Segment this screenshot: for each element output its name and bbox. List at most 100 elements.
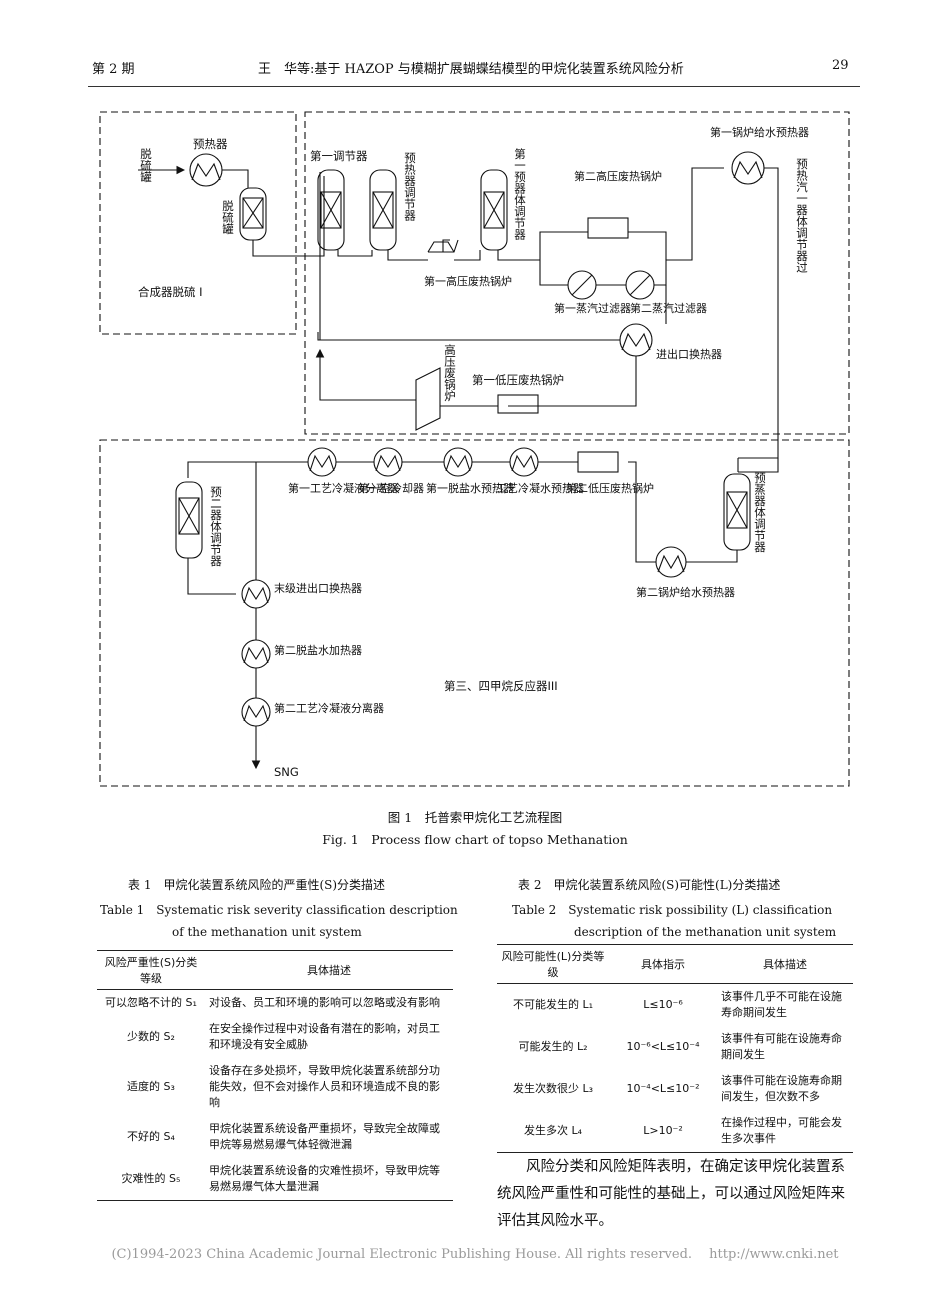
separator-2-symbol xyxy=(241,697,271,727)
figure-caption-en: Fig. 1 Process flow chart of topso Metha… xyxy=(322,832,628,847)
table2-caption-en-1: Table 2 Systematic risk possibility (L) … xyxy=(512,903,833,917)
possibility-row: 可能发生的 L₂ 10⁻⁶<L≤10⁻⁴ 该事件有可能在设施寿命期间发生 xyxy=(497,1026,853,1068)
table2-caption-en-2: description of the methanation unit syst… xyxy=(574,925,837,939)
label-reactor-pre2: 预二器体调节器 xyxy=(209,486,223,567)
possibility-indicator-cell: 10⁻⁶<L≤10⁻⁴ xyxy=(626,1040,700,1053)
possibility-header-desc: 具体描述 xyxy=(717,944,853,984)
demin-heater-2-symbol xyxy=(241,639,271,669)
label-air-cooler: 第一空冷却器 xyxy=(358,481,424,495)
severity-level-cell: 适度的 S₃ xyxy=(127,1080,175,1093)
possibility-level-cell: 发生次数很少 L₃ xyxy=(512,1082,594,1095)
label-regulator-1: 第一调节器 xyxy=(310,149,368,163)
reactor-pre2-symbol xyxy=(175,481,203,559)
possibility-table: 风险可能性(L)分类等级 具体指示 具体描述 不可能发生的 L₁ L≤10⁻⁶ 该事… xyxy=(497,944,853,1153)
air-cooler-symbol xyxy=(373,447,403,477)
hp-waste-boiler-symbol xyxy=(415,367,441,431)
label-bfw-preheater-2: 第二锅炉给水预热器 xyxy=(636,585,735,599)
severity-row: 可以忽略不计的 S₁ 对设备、员工和环境的影响可以忽略或没有影响 xyxy=(97,990,453,1017)
possibility-desc-cell: 在操作过程中，可能会发生多次事件 xyxy=(721,1116,842,1145)
label-regulator-3: 第一预器体调节器 xyxy=(513,147,527,241)
condensate-preheater-symbol xyxy=(509,447,539,477)
label-reactor-zone: 第三、四甲烷反应器III xyxy=(444,679,558,693)
severity-row: 少数的 S₂ 在安全操作过程中对设备有潜在的影响，对员工和环境没有安全威胁 xyxy=(97,1016,453,1058)
severity-desc-cell: 对设备、员工和环境的影响可以忽略或没有影响 xyxy=(209,996,440,1009)
reactor-1-symbol xyxy=(317,169,345,251)
body-paragraph: 风险分类和风险矩阵表明，在确定该甲烷化装置系统风险严重性和可能性的基础上，可以通… xyxy=(497,1159,845,1229)
possibility-row: 不可能发生的 L₁ L≤10⁻⁶ 该事件几乎不可能在设施寿命期间发生 xyxy=(497,984,853,1027)
zone-reaction-II-box xyxy=(304,111,850,435)
label-hp-boiler-1: 第一高压废热锅炉 xyxy=(424,274,512,288)
possibility-indicator-cell: L≤10⁻⁶ xyxy=(643,998,683,1011)
possibility-level-cell: 发生多次 L₄ xyxy=(523,1124,583,1137)
label-product: SNG xyxy=(274,765,299,779)
possibility-level-cell: 可能发生的 L₂ xyxy=(518,1040,588,1053)
zone-reaction-III-box xyxy=(99,439,850,787)
label-separator-2: 第二工艺冷凝液分离器 xyxy=(274,701,384,715)
label-condensate-preheater: 工艺冷凝水预热器 xyxy=(496,481,584,495)
label-hp-waste-boiler: 高压废锅炉 xyxy=(443,343,457,402)
hp-boiler-2-symbol xyxy=(587,217,629,239)
label-filter-2: 第二蒸汽过滤器 xyxy=(630,301,707,315)
label-preheater: 预热器 xyxy=(193,137,228,151)
table1-caption-en-2: of the methanation unit system xyxy=(172,925,362,939)
severity-level-cell: 不好的 S₄ xyxy=(127,1130,175,1143)
severity-desc-cell: 甲烷化装置系统设备的灾难性损坏，导致甲烷等易燃易爆气体大量泄漏 xyxy=(209,1164,440,1193)
severity-desc-cell: 设备存在多处损坏，导致甲烷化装置系统部分功能失效，但不会对操作人员和环境造成不良… xyxy=(209,1064,440,1109)
label-inout-exchanger: 进出口换热器 xyxy=(656,347,722,361)
severity-table: 风险严重性(S)分类等级 具体描述 可以忽略不计的 S₁ 对设备、员工和环境的影响… xyxy=(97,950,453,1201)
label-desulf-tank: 脱硫罐 xyxy=(221,199,235,235)
reactor-2-symbol xyxy=(369,169,397,251)
label-right-regulator: 预热汽一器体调节器过 xyxy=(795,158,809,273)
severity-level-cell: 少数的 S₂ xyxy=(127,1030,175,1043)
label-lp-boiler-1: 第一低压废热锅炉 xyxy=(472,373,564,387)
desulfurization-tank-symbol xyxy=(239,187,267,241)
table1-caption-cn: 表 1 甲烷化装置系统风险的严重性(S)分类描述 xyxy=(128,878,386,892)
page-number: 29 xyxy=(832,58,849,73)
final-exchanger-symbol xyxy=(241,579,271,609)
label-pre-reactor: 预蒸器体调节器 xyxy=(753,472,767,553)
process-flow-diagram: 脱硫罐 预热器 脱硫罐 合成器脱硫 I 第一调节器 预热器调节器 第一高压废热锅… xyxy=(99,111,850,787)
label-hp-boiler-2: 第二高压废热锅炉 xyxy=(574,169,662,183)
figure-caption-cn: 图 1 托普索甲烷化工艺流程图 xyxy=(387,810,563,825)
possibility-header-indicator: 具体指示 xyxy=(609,944,717,984)
possibility-level-cell: 不可能发生的 L₁ xyxy=(512,998,594,1011)
label-separator-1: 第一工艺冷凝液分离器 xyxy=(288,481,398,495)
table2-caption-cn: 表 2 甲烷化装置系统风险(S)可能性(L)分类描述 xyxy=(518,878,781,892)
header-rule xyxy=(88,86,860,87)
running-title: 王 华等:基于 HAZOP 与模糊扩展蝴蝶结模型的甲烷化装置系统风险分析 xyxy=(258,62,684,77)
label-final-exchanger: 末级进出口换热器 xyxy=(274,581,362,595)
label-bfw-preheater-1: 第一锅炉给水预热器 xyxy=(710,125,809,139)
label-demin-preheater-1: 第一脱盐水预热器 xyxy=(426,481,514,495)
possibility-desc-cell: 该事件有可能在设施寿命期间发生 xyxy=(721,1032,842,1061)
severity-level-cell: 灾难性的 S₅ xyxy=(121,1172,181,1185)
severity-row: 适度的 S₃ 设备存在多处损坏，导致甲烷化装置系统部分功能失效，但不会对操作人员和… xyxy=(97,1058,453,1116)
label-filter-1: 第一蒸汽过滤器 xyxy=(554,301,631,315)
copyright-footer: (C)1994-2023 China Academic Journal Elec… xyxy=(111,1247,839,1262)
severity-desc-cell: 在安全操作过程中对设备有潜在的影响，对员工和环境没有安全威胁 xyxy=(209,1022,440,1051)
possibility-indicator-cell: 10⁻⁴<L≤10⁻² xyxy=(626,1082,700,1095)
separator-1-symbol xyxy=(307,447,337,477)
label-lp-boiler-2: 第二低压废热锅炉 xyxy=(566,481,654,495)
possibility-desc-cell: 该事件可能在设施寿命期间发生，但次数不多 xyxy=(721,1074,842,1103)
possibility-row: 发生次数很少 L₃ 10⁻⁴<L≤10⁻² 该事件可能在设施寿命期间发生，但次数不多 xyxy=(497,1068,853,1110)
label-regulator-2: 预热器调节器 xyxy=(403,152,417,222)
possibility-desc-cell: 该事件几乎不可能在设施寿命期间发生 xyxy=(721,990,842,1019)
label-inlet: 脱硫罐 xyxy=(139,147,153,183)
demin-preheater-1-symbol xyxy=(443,447,473,477)
possibility-header-level: 风险可能性(L)分类等级 xyxy=(497,944,609,984)
preheater-symbol xyxy=(189,153,223,187)
severity-header-desc: 具体描述 xyxy=(205,950,453,990)
label-desulf-zone: 合成器脱硫 I xyxy=(138,285,203,299)
reactor-3-symbol xyxy=(480,169,508,251)
severity-row: 灾难性的 S₅ 甲烷化装置系统设备的灾难性损坏，导致甲烷等易燃易爆气体大量泄漏 xyxy=(97,1158,453,1201)
bfw-preheater-1-symbol xyxy=(731,151,765,185)
severity-level-cell: 可以忽略不计的 S₁ xyxy=(105,996,197,1009)
pre-reactor-symbol xyxy=(723,473,751,551)
table1-caption-en-1: Table 1 Systematic risk severity classif… xyxy=(100,903,458,917)
possibility-indicator-cell: L>10⁻² xyxy=(643,1124,683,1137)
severity-header-level: 风险严重性(S)分类等级 xyxy=(97,950,205,990)
inlet-outlet-exchanger-symbol xyxy=(619,323,653,357)
issue-number: 第 2 期 xyxy=(92,62,135,77)
bfw-preheater-2-symbol xyxy=(655,546,687,578)
